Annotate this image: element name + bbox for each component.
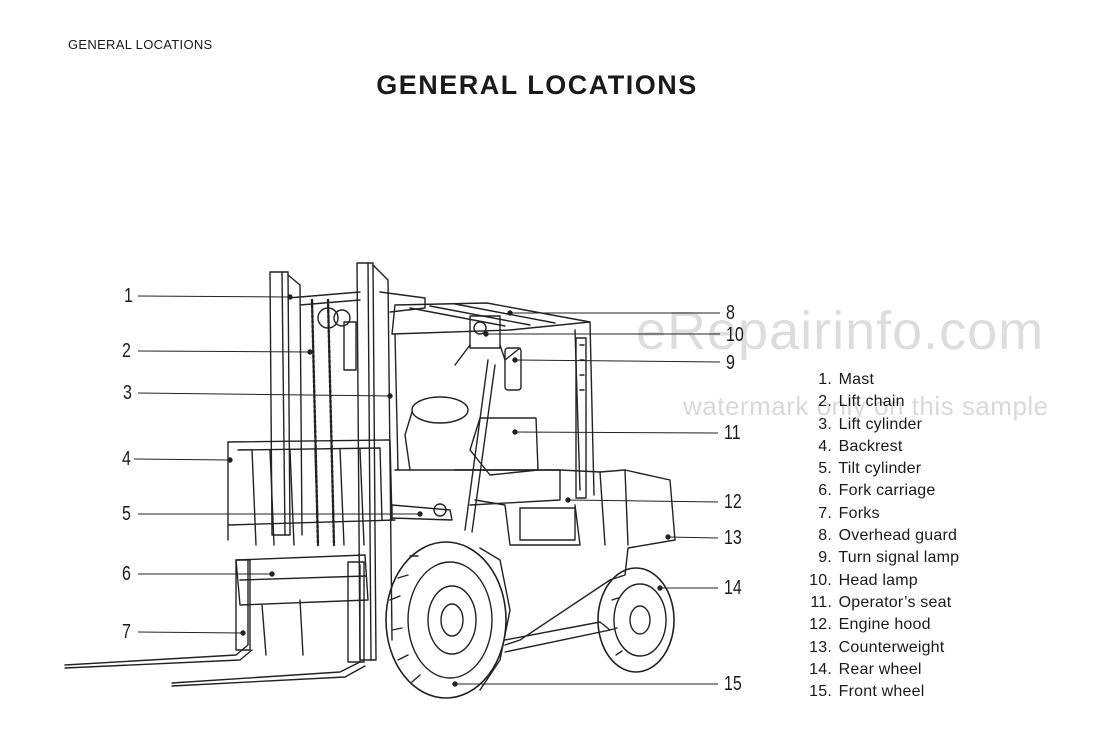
legend-item: 6. Fork carriage — [818, 482, 936, 500]
legend-item: 13. Counterweight — [809, 638, 945, 656]
legend-item: 5. Tilt cylinder — [818, 460, 922, 478]
callout-1: 1 — [124, 285, 133, 307]
callout-3: 3 — [123, 382, 132, 404]
callout-9: 9 — [726, 352, 735, 374]
legend-item: 1. Mast — [818, 371, 875, 388]
callout-2: 2 — [122, 340, 131, 362]
callout-15: 15 — [724, 673, 742, 695]
legend-item: 12. Engine hood — [809, 616, 931, 634]
page-title: GENERAL LOCATIONS — [376, 70, 698, 100]
legend-item: 14. Rear wheel — [809, 660, 922, 678]
legend-item: 8. Overhead guard — [818, 527, 958, 545]
legend-item: 9. Turn signal lamp — [818, 549, 960, 567]
legend-item: 11. Operator’s seat — [810, 593, 952, 611]
legend-item: 7. Forks — [818, 504, 880, 522]
watermark-note: watermark only on this sample — [683, 391, 1049, 421]
parts-legend: 1. Mast 2. Lift chain 3. Lift cylinder 4… — [800, 369, 959, 703]
callout-5: 5 — [122, 503, 131, 525]
watermark-site: eRepairinfo.com — [636, 301, 1045, 361]
callout-6: 6 — [122, 563, 131, 585]
legend-item: 2. Lift chain — [818, 393, 905, 411]
callout-8: 8 — [726, 302, 735, 324]
callout-10: 10 — [726, 324, 744, 346]
callout-7: 7 — [122, 621, 131, 643]
callout-13: 13 — [724, 527, 742, 549]
callout-14: 14 — [724, 577, 742, 599]
callout-4: 4 — [122, 448, 131, 470]
legend-item: 4. Backrest — [818, 437, 903, 455]
legend-item: 15. Front wheel — [809, 683, 925, 701]
callout-11: 11 — [724, 422, 741, 444]
callout-12: 12 — [724, 491, 742, 513]
legend-item: 10. Head lamp — [809, 571, 918, 589]
running-header: GENERAL LOCATIONS — [68, 37, 213, 52]
legend-item: 3. Lift cylinder — [818, 415, 923, 433]
